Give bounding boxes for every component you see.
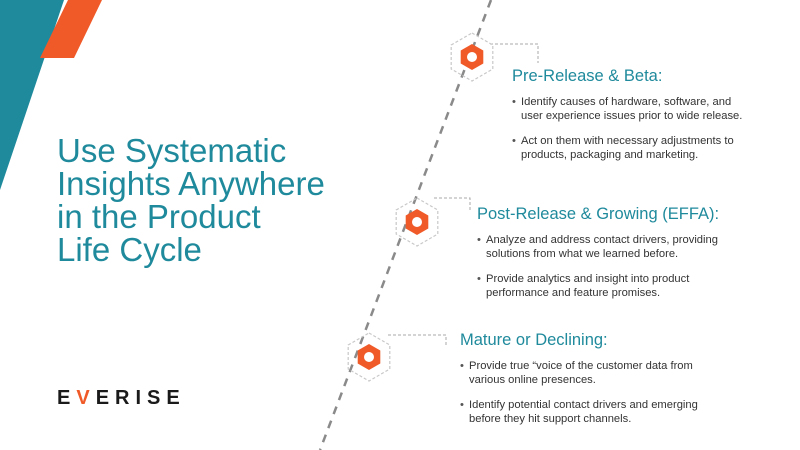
bullet-line: various online presences. bbox=[469, 373, 596, 386]
list-item: •Provide true “voice of the customer dat… bbox=[460, 360, 693, 386]
section-heading: Post-Release & Growing (EFFA): bbox=[477, 205, 720, 223]
bullet-line: before they hit support channels. bbox=[469, 412, 632, 425]
section-post-release: Post-Release & Growing (EFFA): •Analyze … bbox=[477, 205, 719, 312]
bullet-line: solutions from what we learned before. bbox=[486, 247, 679, 260]
connector-2 bbox=[434, 197, 471, 212]
bullet-line: Provide analytics and insight into produ… bbox=[486, 273, 690, 285]
bullet-line: Act on them with necessary adjustments t… bbox=[521, 135, 734, 147]
list-item: •Identify potential contact drivers and … bbox=[460, 399, 698, 425]
list-item: •Provide analytics and insight into prod… bbox=[477, 273, 690, 299]
hexagon-nut-icon bbox=[395, 197, 439, 247]
bullet-list: •Analyze and address contact drivers, pr… bbox=[477, 234, 719, 300]
timeline-dashed-line bbox=[318, 0, 493, 450]
list-item: •Act on them with necessary adjustments … bbox=[512, 135, 734, 161]
bullet-line: Identify potential contact drivers and e… bbox=[469, 399, 698, 411]
title-line: Life Cycle bbox=[57, 231, 202, 268]
bullet-line: Provide true “voice of the customer data… bbox=[469, 360, 693, 372]
bullet-list: •Provide true “voice of the customer dat… bbox=[460, 360, 698, 426]
list-item: •Analyze and address contact drivers, pr… bbox=[477, 234, 718, 260]
bullet-line: products, packaging and marketing. bbox=[521, 148, 699, 161]
hexagon-nut-icon bbox=[347, 332, 391, 382]
bullet-line: performance and feature promises. bbox=[486, 286, 661, 299]
bullet-list: •Identify causes of hardware, software, … bbox=[512, 96, 742, 162]
bullet-line: Identify causes of hardware, software, a… bbox=[521, 96, 732, 108]
connector-3 bbox=[388, 334, 447, 346]
connector-1 bbox=[490, 43, 539, 63]
orange-corner-shape bbox=[40, 0, 102, 58]
logo-part: ERISE bbox=[95, 387, 186, 409]
title-line: Use Systematic bbox=[57, 132, 287, 169]
title-line: in the Product bbox=[57, 198, 261, 235]
logo-part: E bbox=[57, 387, 77, 409]
bullet-line: Analyze and address contact drivers, pro… bbox=[486, 234, 718, 246]
bullet-line: user experience issues prior to wide rel… bbox=[521, 109, 743, 122]
hexagon-nut-icon bbox=[450, 32, 494, 82]
logo-slash: V bbox=[76, 387, 96, 409]
list-item: •Identify causes of hardware, software, … bbox=[512, 96, 743, 122]
title-line: Insights Anywhere bbox=[57, 165, 325, 202]
section-pre-release: Pre-Release & Beta: •Identify causes of … bbox=[512, 67, 742, 174]
everise-logo: EVERISE bbox=[57, 387, 186, 410]
section-heading: Mature or Declining: bbox=[460, 331, 608, 349]
slide-title: Use Systematic Insights Anywhere in the … bbox=[57, 134, 377, 266]
section-heading: Pre-Release & Beta: bbox=[512, 67, 663, 85]
section-mature: Mature or Declining: •Provide true “voic… bbox=[460, 331, 698, 438]
